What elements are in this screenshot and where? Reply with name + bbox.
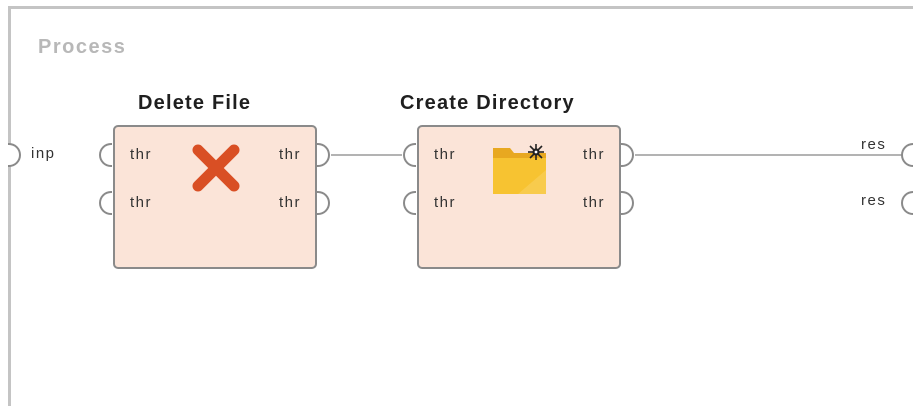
result-port-label-2: res [861, 192, 887, 209]
create-directory-in-port-2[interactable] [403, 191, 416, 215]
new-folder-icon [493, 144, 546, 194]
delete-x-icon [192, 144, 240, 192]
create-directory-out-label-1: thr [583, 146, 606, 163]
delete-file-out-label-1: thr [279, 146, 302, 163]
process-input-label: inp [31, 145, 56, 162]
delete-file-in-port-2[interactable] [99, 191, 112, 215]
delete-file-operator[interactable] [113, 125, 317, 269]
delete-file-title: Delete File [138, 92, 252, 114]
delete-file-in-port-1[interactable] [99, 143, 112, 167]
create-directory-title: Create Directory [400, 92, 575, 114]
process-title: Process [38, 36, 127, 58]
result-port-label-1: res [861, 136, 887, 153]
create-directory-in-label-2: thr [434, 194, 457, 211]
delete-file-in-label-2: thr [130, 194, 153, 211]
delete-file-in-label-1: thr [130, 146, 153, 163]
delete-file-out-label-2: thr [279, 194, 302, 211]
create-directory-operator[interactable] [417, 125, 621, 269]
create-directory-in-label-1: thr [434, 146, 457, 163]
create-directory-out-label-2: thr [583, 194, 606, 211]
create-directory-in-port-1[interactable] [403, 143, 416, 167]
